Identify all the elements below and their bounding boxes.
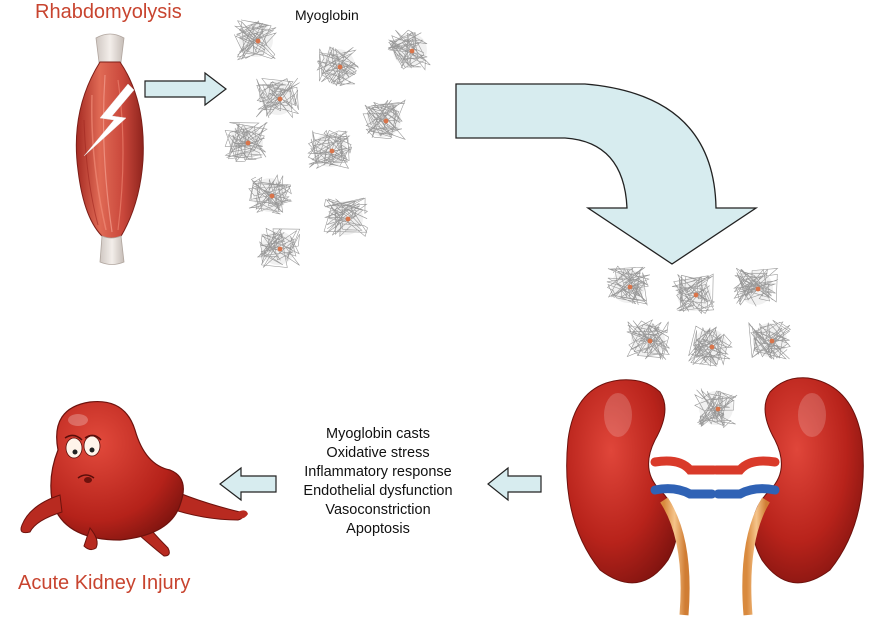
myoglobin-molecule-icon [694,388,738,429]
mechanism-list: Myoglobin casts Oxidative stress Inflamm… [283,425,473,539]
acute-kidney-injury-label: Acute Kidney Injury [18,572,191,594]
mechanism-item: Inflammatory response [304,464,452,480]
myoglobin-molecule-icon [626,319,670,361]
myoglobin-molecule-icon [248,174,293,215]
myoglobin-molecule-icon [671,273,715,315]
myoglobin-molecules [224,19,791,429]
release-arrow [144,71,227,107]
myoglobin-molecule-icon [233,19,277,61]
myoglobin-molecule-icon [224,122,268,162]
myoglobin-molecule-icon [257,227,301,268]
mechanism-item: Myoglobin casts [326,426,430,442]
injury-arrow [219,466,277,502]
rhabdomyolysis-label: Rhabdomyolysis [35,1,182,23]
myoglobin-molecule-icon [606,265,650,306]
myoglobin-molecule-icon [307,129,353,169]
myoglobin-molecule-icon [688,325,733,367]
sad-kidney-character-icon [20,400,248,557]
myoglobin-label: Myoglobin [295,7,359,23]
kidney-pair-icon [566,377,864,616]
myoglobin-molecule-icon [323,197,369,238]
mechanism-arrow [487,466,542,502]
circulation-arrow [455,83,759,265]
mechanism-item: Apoptosis [346,521,410,537]
myoglobin-molecule-icon [748,319,791,360]
myoglobin-molecule-icon [362,99,406,140]
lightning-bolt-icon [83,83,135,157]
myoglobin-molecule-icon [733,267,779,307]
mechanism-item: Vasoconstriction [325,502,431,518]
myoglobin-molecule-icon [387,29,431,71]
myoglobin-molecule-icon [255,77,300,119]
torn-muscle-icon [75,33,144,265]
myoglobin-molecule-icon [316,46,359,87]
mechanism-item: Endothelial dysfunction [303,483,453,499]
mechanism-item: Oxidative stress [326,445,430,461]
